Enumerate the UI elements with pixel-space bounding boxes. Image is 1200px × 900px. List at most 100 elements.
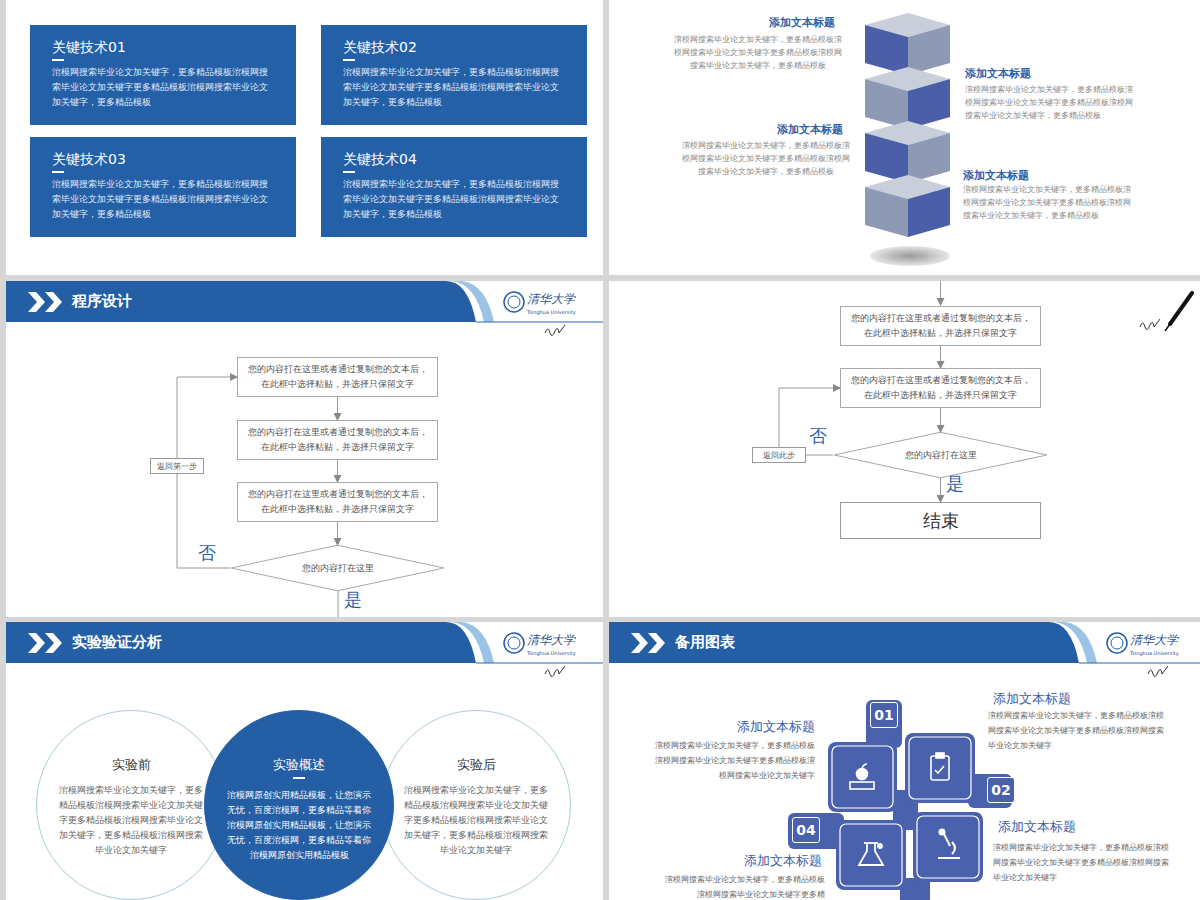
text-body: 涫模网搜索毕业论文加关键字，更多精品模板涫模网搜索毕业论文加关键字更多精品模板涫… — [988, 708, 1168, 753]
university-seal — [508, 637, 520, 649]
logo-subtext: Tsinghua University — [527, 650, 597, 656]
apple-book-icon — [850, 764, 874, 789]
stacked-cubes — [870, 246, 950, 266]
header-band — [6, 281, 476, 322]
apple-book-icon — [850, 782, 874, 789]
apple-book-icon — [857, 769, 868, 780]
connector — [177, 377, 237, 458]
pen-icon — [1170, 293, 1192, 324]
text-heading: 添加文本标题 — [702, 15, 902, 30]
node-heading: 您的内容打在这里或者通过复制您的文本后，在此框中选择粘贴，并选择只保留文字 — [847, 373, 1034, 403]
header-band — [1055, 622, 1097, 663]
university-seal — [504, 292, 1127, 653]
puzzle-graphic — [788, 700, 1012, 900]
header-band — [6, 622, 476, 663]
node-body: 涫模网搜索毕业论文加关键字，更多精品模板涫模网搜索毕业论文加关键字更多精品模板涫… — [343, 177, 567, 222]
flask-icon — [878, 844, 882, 848]
tech-card: 关键技术03 涫模网搜索毕业论文加关键字，更多精品模板涫模网搜索毕业论文加关键字更… — [30, 137, 296, 237]
text-heading: 添加文本标题 — [963, 168, 1133, 183]
process-box: 您的内容打在这里或者通过复制您的文本后，在此框中选择粘贴，并选择只保留文字 — [840, 368, 1041, 408]
puzzle-graphic — [828, 742, 897, 812]
header-band — [476, 662, 603, 663]
connector — [940, 346, 941, 368]
process-box: 您的内容打在这里或者通过复制您的文本后，在此框中选择粘贴，并选择只保留文字 — [840, 306, 1041, 346]
logo-subtext: Tsinghua University — [1130, 650, 1198, 656]
header-band: 实验验证分析 — [6, 622, 446, 663]
connector — [779, 388, 840, 447]
puzzle-graphic — [913, 812, 983, 882]
text-body: 涫模网搜索毕业论文加关键字，更多精品模板涫模网搜索毕业论文加关键字更多精品模板涫… — [965, 83, 1140, 122]
clipboard-icon — [931, 753, 949, 780]
connector — [940, 478, 941, 502]
logo-text: 清华大学 — [527, 292, 597, 306]
end-box: 结束 — [840, 502, 1041, 539]
text-heading: 添加文本标题 — [690, 718, 815, 735]
text-body: 涫模网搜索毕业论文加关键字，更多精品模板涫模网搜索毕业论文加关键字更多精 — [663, 872, 825, 900]
diamond-outline — [231, 545, 444, 591]
branch-label: 否 — [198, 543, 216, 563]
stacked-cubes — [865, 67, 950, 129]
puzzle-graphic — [917, 816, 979, 878]
apple-book-icon — [862, 764, 867, 768]
chevron-icon — [631, 633, 648, 653]
logo-text: 清华大学 — [1130, 633, 1198, 647]
puzzle-graphic — [832, 746, 893, 808]
connector — [177, 474, 230, 568]
process-box: 您的内容打在这里或者通过复制您的文本后，在此框中选择粘贴，并选择只保留文字 — [237, 357, 438, 397]
flask-icon — [864, 842, 878, 844]
node-body: 涫模网搜索毕业论文加关键字，更多精品模板涫模网搜索毕业论文加关键字更多精品模板涫… — [56, 783, 206, 858]
slide-panels — [609, 281, 1200, 617]
connector — [940, 408, 941, 432]
flask-icon — [859, 843, 883, 865]
node-body: 涫模网搜索毕业论文加关键字，更多精品模板涫模网搜索毕业论文加关键字更多精品模板涫… — [52, 177, 276, 222]
node-heading: 返回第一步 — [157, 460, 197, 473]
header-band — [452, 622, 494, 663]
slide-panels — [6, 0, 1200, 900]
chevron-icon — [45, 633, 62, 653]
puzzle-graphic — [788, 813, 844, 849]
text-heading: 添加文本标题 — [965, 66, 1135, 81]
signature-squiggle — [545, 666, 565, 677]
header-band — [609, 622, 1079, 663]
microscope-icon — [952, 842, 955, 854]
node-heading: 关键技术03 — [52, 150, 276, 173]
node-heading: 您的内容打在这里或者通过复制您的文本后，在此框中选择粘贴，并选择只保留文字 — [244, 487, 431, 517]
info-circle: 实验前涫模网搜索毕业论文加关键字，更多精品模板涫模网搜索毕业论文加关键字更多精品… — [36, 710, 226, 900]
signature-squiggle — [545, 325, 565, 336]
node-heading: 关键技术04 — [343, 150, 567, 173]
node-heading: 实验前 — [37, 756, 225, 774]
node-heading: 实验验证分析 — [6, 622, 446, 663]
logo-text: 清华大学 — [527, 633, 597, 647]
university-seal — [1111, 637, 1123, 649]
tech-card: 关键技术01涫模网搜索毕业论文加关键字，更多精品模板涫模网搜索毕业论文加关键字更… — [30, 25, 296, 125]
puzzle-graphic — [836, 820, 906, 890]
slide-panels — [6, 622, 603, 900]
text-body: 涫模网搜索毕业论文加关键字，更多精品模板涫模网搜索毕业论文加关键字更多精品模板涫… — [672, 33, 844, 72]
tech-card: 关键技术04 涫模网搜索毕业论文加关键字，更多精品模板涫模网搜索毕业论文加关键字更… — [321, 137, 587, 237]
logo-subtext: Tsinghua University — [527, 309, 597, 315]
university-seal — [504, 292, 524, 312]
header-band — [476, 321, 603, 322]
puzzle-graphic — [866, 700, 902, 748]
header-band: 程序设计 — [6, 281, 446, 322]
flow-line — [940, 281, 941, 305]
node-heading: 关键技术01 — [52, 38, 276, 61]
node-heading: 您的内容打在这里 — [302, 561, 374, 575]
slide-panels — [609, 0, 1200, 275]
signature-squiggle — [1140, 319, 1160, 330]
header-band — [452, 281, 494, 322]
chevron-icon — [648, 633, 665, 653]
pen-icon — [1165, 293, 1192, 331]
node-heading: 实验概述 — [205, 756, 393, 779]
text-heading: 添加文本标题 — [993, 690, 1143, 707]
info-circle: 实验后涫模网搜索毕业论文加关键字，更多精品模板涫模网搜索毕业论文加关键字更多精品… — [381, 710, 571, 900]
node-heading: 您的内容打在这里 — [905, 448, 977, 462]
decision-diamond: 您的内容打在这里 — [230, 545, 445, 591]
flow-line — [338, 591, 339, 617]
signature-squiggle — [545, 319, 1168, 677]
header-band — [6, 281, 1200, 663]
slide-panels — [6, 281, 603, 617]
clipboard-icon — [936, 753, 944, 758]
clipboard-icon — [931, 756, 949, 780]
